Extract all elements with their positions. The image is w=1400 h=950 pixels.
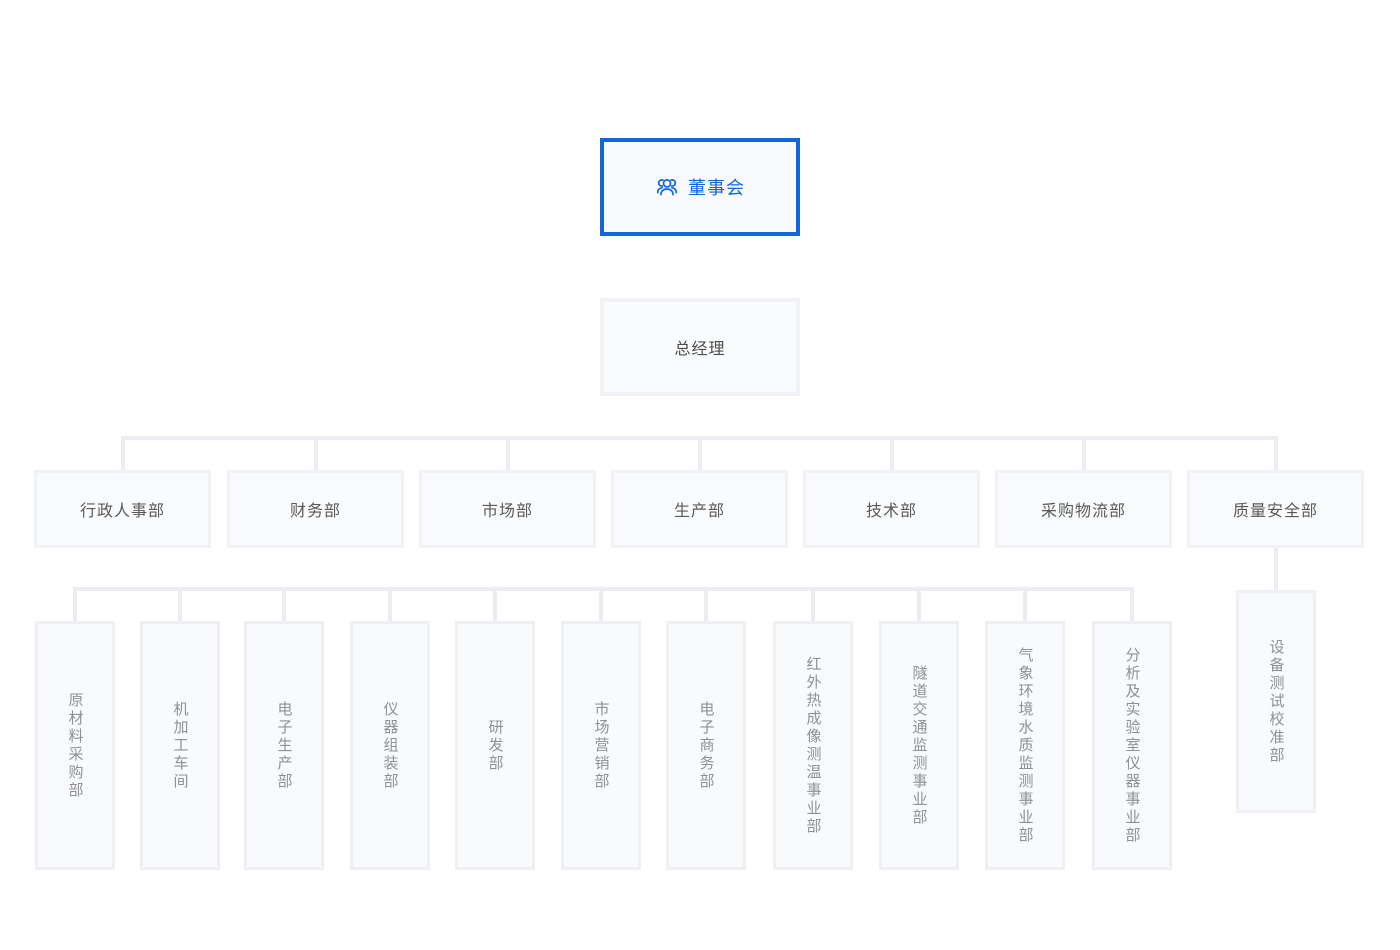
connector-line	[314, 436, 318, 470]
org-node-label: 市场部	[481, 503, 533, 520]
org-node-sub-department[interactable]: 气象环境水质监测事业部	[985, 621, 1065, 870]
org-node-label: 气象环境水质监测事业部	[1016, 646, 1034, 845]
connector-line	[704, 587, 708, 621]
org-node-board[interactable]: 董事会	[600, 138, 800, 236]
org-node-label: 技术部	[865, 503, 917, 520]
connector-line	[282, 587, 286, 621]
org-node-label: 设备测试校准部	[1267, 638, 1285, 765]
org-node-label: 分析及实验室仪器事业部	[1123, 646, 1141, 845]
org-node-label: 仪器组装部	[381, 700, 399, 791]
org-node-label: 生产部	[673, 503, 725, 520]
org-node-label: 机加工车间	[171, 700, 189, 791]
connector-line	[1082, 436, 1086, 470]
connector-line	[811, 587, 815, 621]
team-icon	[656, 179, 678, 196]
org-node-department[interactable]: 行政人事部	[34, 470, 211, 548]
org-node-label: 电子商务部	[697, 700, 715, 791]
org-node-label: 隧道交通监测事业部	[910, 664, 928, 827]
connector-line	[73, 587, 77, 621]
org-node-department[interactable]: 采购物流部	[995, 470, 1172, 548]
org-node-label: 研发部	[486, 718, 504, 773]
org-node-department[interactable]: 技术部	[803, 470, 980, 548]
org-node-sub-department[interactable]: 研发部	[455, 621, 535, 870]
org-node-label: 红外热成像测温事业部	[804, 655, 822, 836]
org-node-sub-department[interactable]: 隧道交通监测事业部	[879, 621, 959, 870]
org-node-sub-department[interactable]: 市场营销部	[561, 621, 641, 870]
org-node-department[interactable]: 生产部	[611, 470, 788, 548]
org-node-label: 采购物流部	[1040, 503, 1126, 520]
connector-line	[1274, 436, 1278, 470]
connector-line	[890, 436, 894, 470]
org-node-department[interactable]: 财务部	[227, 470, 404, 548]
org-node-gm[interactable]: 总经理	[600, 298, 800, 396]
org-node-sub-department[interactable]: 机加工车间	[140, 621, 220, 870]
org-node-label: 原材料采购部	[66, 691, 84, 800]
org-node-sub-department[interactable]: 红外热成像测温事业部	[773, 621, 853, 870]
connector-line	[599, 587, 603, 621]
connector-line	[917, 587, 921, 621]
connector-line	[698, 436, 702, 470]
org-node-department[interactable]: 质量安全部	[1187, 470, 1364, 548]
connector-line	[1023, 587, 1027, 621]
org-node-sub-department[interactable]: 原材料采购部	[35, 621, 115, 870]
org-node-label: 总经理	[674, 341, 726, 358]
connector-line	[493, 587, 497, 621]
org-node-sub-department[interactable]: 电子商务部	[666, 621, 746, 870]
connector-line	[1274, 548, 1278, 590]
connector-line	[1130, 587, 1134, 621]
org-node-quality-child[interactable]: 设备测试校准部	[1236, 590, 1316, 813]
org-node-label: 行政人事部	[79, 503, 165, 520]
org-node-sub-department[interactable]: 分析及实验室仪器事业部	[1092, 621, 1172, 870]
connector-line	[388, 587, 392, 621]
connector-line	[506, 436, 510, 470]
org-node-label: 董事会	[688, 178, 745, 198]
org-node-label: 质量安全部	[1232, 503, 1318, 520]
connector-line	[178, 587, 182, 621]
org-node-label: 电子生产部	[275, 700, 293, 791]
org-node-department[interactable]: 市场部	[419, 470, 596, 548]
connector-line	[121, 436, 125, 470]
org-node-label: 财务部	[289, 503, 341, 520]
connector-line	[73, 587, 1134, 591]
org-node-sub-department[interactable]: 仪器组装部	[350, 621, 430, 870]
org-node-label: 市场营销部	[592, 700, 610, 791]
org-node-sub-department[interactable]: 电子生产部	[244, 621, 324, 870]
